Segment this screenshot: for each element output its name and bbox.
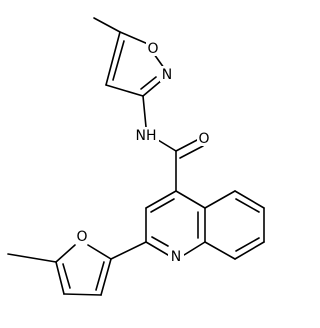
atom-isoxazole-nitrogen: N xyxy=(160,66,174,83)
bond-layer xyxy=(7,17,265,296)
bond-q-c5-c6-double xyxy=(235,198,260,213)
bond-furan-c3-c4 xyxy=(63,293,102,296)
bond-isoxazole-c4-c5 xyxy=(105,31,121,86)
bond-q-c4-c4a xyxy=(175,190,206,209)
atom-quinoline-nitrogen: N xyxy=(168,248,184,265)
bond-q-c4a-c5 xyxy=(204,190,236,209)
bond-nh-carbonyl xyxy=(157,139,177,152)
bond-q-c7-c8-double xyxy=(235,237,260,252)
atom-label-isoxazole-o: O xyxy=(147,41,158,57)
atom-label-amide-nh: NH xyxy=(136,128,157,144)
atom-label-isoxazole-n: N xyxy=(162,67,172,83)
bond-furan-c5-o xyxy=(55,244,76,263)
bond-q-c8-c8a xyxy=(204,241,236,260)
bond-isoxazole-n-c3-double xyxy=(140,76,157,90)
atom-furan-oxygen: O xyxy=(75,228,89,245)
bond-furan-methyl xyxy=(7,253,57,263)
bond-furan-c4-c5-double xyxy=(62,263,71,289)
atom-amide-nh: NH xyxy=(133,127,159,144)
bond-q-c4-c3-double xyxy=(150,198,175,213)
bond-isoxazole-c3-c4 xyxy=(105,84,144,97)
bond-q-n1-c8a xyxy=(183,241,206,256)
bond-furan-c2-c3 xyxy=(100,258,112,296)
bond-isoxazole-methyl xyxy=(93,17,121,33)
bond-q-c4-c3 xyxy=(145,190,177,209)
bond-c3-nh xyxy=(142,95,147,128)
atom-isoxazole-oxygen: O xyxy=(146,40,160,57)
atom-label-layer: O N NH O N O xyxy=(75,40,211,265)
atom-label-furan-o: O xyxy=(76,229,87,245)
bond-q-c2-n1 xyxy=(145,241,169,256)
molecule-structure-diagram: O N NH O N O xyxy=(7,17,265,296)
bond-furan-c4-c5 xyxy=(55,261,65,295)
bond-furan-c2-c3-double xyxy=(95,261,105,291)
bond-carbonyl-o xyxy=(175,138,200,152)
bond-isoxazole-n-c3 xyxy=(142,79,163,97)
bond-carbonyl-o-double xyxy=(179,145,204,159)
atom-label-carbonyl-o: O xyxy=(198,131,209,147)
bond-q-c2-n1-double xyxy=(151,236,169,247)
bond-q-c7-c8 xyxy=(234,241,265,260)
atom-label-quinoline-n: N xyxy=(171,249,181,265)
bond-q-c2-furan xyxy=(110,241,147,260)
bond-isoxazole-c5-o xyxy=(119,31,149,45)
bond-q-c5-c6 xyxy=(234,190,265,209)
bond-furan-c2-o xyxy=(87,244,112,260)
atom-carbonyl-oxygen: O xyxy=(197,130,211,147)
bond-isoxazole-c4-c5-double xyxy=(112,40,125,81)
bond-isoxazole-o-n xyxy=(153,53,165,69)
